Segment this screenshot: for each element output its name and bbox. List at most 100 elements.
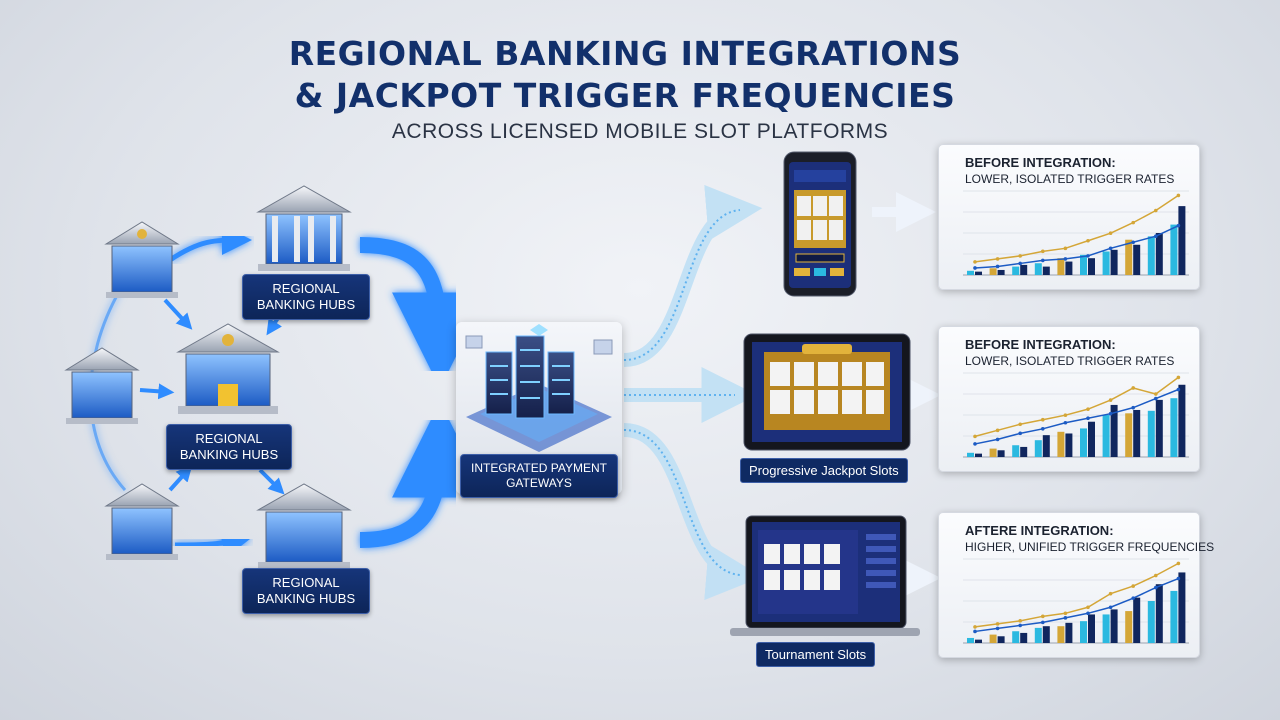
bar — [997, 269, 1005, 275]
bar — [1065, 433, 1073, 457]
trend-line-gold-point — [1041, 249, 1045, 254]
trend-line-blue-point — [1063, 420, 1068, 425]
bar — [1042, 435, 1050, 457]
bar — [1147, 236, 1155, 275]
trend-line-gold — [974, 194, 1179, 263]
bar — [1088, 614, 1095, 643]
trend-line-blue-point — [1063, 257, 1068, 261]
trend-line-gold-point — [1086, 605, 1090, 610]
trend-line-blue-point — [1131, 240, 1135, 245]
trend-line-blue-point — [1063, 616, 1068, 620]
trend-line-blue — [974, 224, 1179, 269]
trend-line-blue-point — [973, 629, 977, 634]
trend-line-gold-point — [1041, 614, 1045, 619]
trend-line-gold-point — [1131, 220, 1135, 225]
trend-line-gold-point — [1176, 375, 1181, 380]
trend-line-blue-point — [995, 626, 1000, 631]
trend-line-blue-point — [1176, 223, 1181, 228]
trend-line-gold-point — [1131, 386, 1135, 390]
trend-line-gold — [974, 376, 1179, 438]
trend-line-gold-point — [1086, 238, 1090, 243]
trend-line-gold-point — [1108, 591, 1113, 596]
bar — [975, 271, 982, 275]
chart-panel-after: AFTERE INTEGRATION: HIGHER, UNIFIED TRIG… — [938, 512, 1214, 658]
server-stack-icon — [465, 324, 613, 452]
bar — [1110, 249, 1118, 275]
trend-line-blue-point — [1108, 605, 1113, 610]
trend-line-blue-point — [1018, 431, 1022, 436]
title-line-1: REGIONAL BANKING INTEGRATIONS — [288, 34, 962, 73]
trend-line-gold-point — [1108, 398, 1113, 402]
bar — [1020, 446, 1028, 457]
phone-device — [783, 151, 857, 297]
chart-title: AFTERE INTEGRATION: — [965, 523, 1114, 538]
tablet-device — [743, 333, 911, 451]
trend-line-blue-point — [995, 437, 1000, 442]
trend-line-gold-point — [1176, 561, 1181, 566]
bank-icon-left-bottom — [104, 483, 180, 560]
trend-line-gold-point — [1063, 413, 1068, 417]
trend-line-blue-point — [995, 264, 1000, 269]
trend-line-gold — [974, 562, 1179, 628]
hub-label-top: REGIONAL BANKING HUBS — [242, 274, 370, 320]
trend-line-blue — [974, 577, 1179, 633]
title-line-2: & JACKPOT TRIGGER FREQUENCIES — [294, 76, 956, 115]
bar — [1012, 445, 1020, 457]
trend-line-gold-point — [1018, 619, 1022, 623]
bar — [1057, 258, 1065, 275]
chart-plot-3 — [963, 558, 1189, 644]
hub-label-bottom: REGIONAL BANKING HUBS — [242, 568, 370, 614]
bar — [975, 639, 982, 643]
gateway-card: INTEGRATED PAYMENT GATEWAYS — [456, 322, 622, 498]
bar — [1065, 261, 1073, 275]
trend-line-gold-point — [1018, 254, 1022, 258]
bar — [1088, 258, 1095, 275]
bar — [1034, 263, 1042, 275]
bar — [1042, 266, 1050, 275]
trend-line-gold-point — [1131, 584, 1135, 588]
trend-line-gold-point — [1018, 422, 1022, 427]
bar — [1155, 233, 1163, 275]
trend-line-gold-point — [1154, 573, 1158, 578]
bar — [1155, 584, 1163, 643]
bar — [1125, 239, 1133, 275]
bar — [1178, 206, 1186, 275]
bar — [1057, 431, 1065, 457]
trend-line-blue-point — [1018, 261, 1022, 266]
trend-line-gold-point — [1041, 417, 1045, 422]
bank-icon-hub-center — [176, 323, 280, 414]
bar — [1110, 609, 1118, 643]
trend-line-gold-point — [973, 625, 977, 629]
bar — [1102, 251, 1110, 275]
chart-title: BEFORE INTEGRATION: — [965, 337, 1116, 352]
bar — [1034, 440, 1042, 457]
bar — [997, 450, 1005, 457]
trend-line-blue-point — [1086, 611, 1090, 616]
bar — [967, 637, 974, 643]
bar — [1110, 404, 1118, 457]
trend-line-blue-point — [1176, 576, 1181, 581]
bar — [1034, 627, 1042, 643]
trend-line-gold-point — [1154, 392, 1158, 396]
trend-line-blue-point — [1154, 585, 1158, 590]
bar — [967, 270, 974, 275]
trend-line-blue-point — [1108, 246, 1113, 251]
bar — [989, 268, 997, 275]
bar — [1133, 409, 1141, 457]
chart-panel-before-2: BEFORE INTEGRATION: LOWER, ISOLATED TRIG… — [938, 326, 1200, 472]
bar — [989, 448, 997, 457]
trend-line-gold-point — [1063, 246, 1068, 251]
trend-line-gold-point — [995, 257, 1000, 261]
bar — [1178, 572, 1186, 643]
bar — [1080, 428, 1087, 457]
subtitle: ACROSS LICENSED MOBILE SLOT PLATFORMS — [391, 120, 889, 143]
bar — [1170, 590, 1178, 643]
trend-line-blue-point — [1041, 258, 1045, 263]
bank-icon-hub-bottom — [256, 483, 352, 569]
bar — [1020, 264, 1028, 275]
bar — [1080, 621, 1087, 643]
trend-line-gold-point — [995, 622, 1000, 626]
trend-line-blue-point — [973, 442, 977, 446]
bar — [1020, 632, 1028, 643]
